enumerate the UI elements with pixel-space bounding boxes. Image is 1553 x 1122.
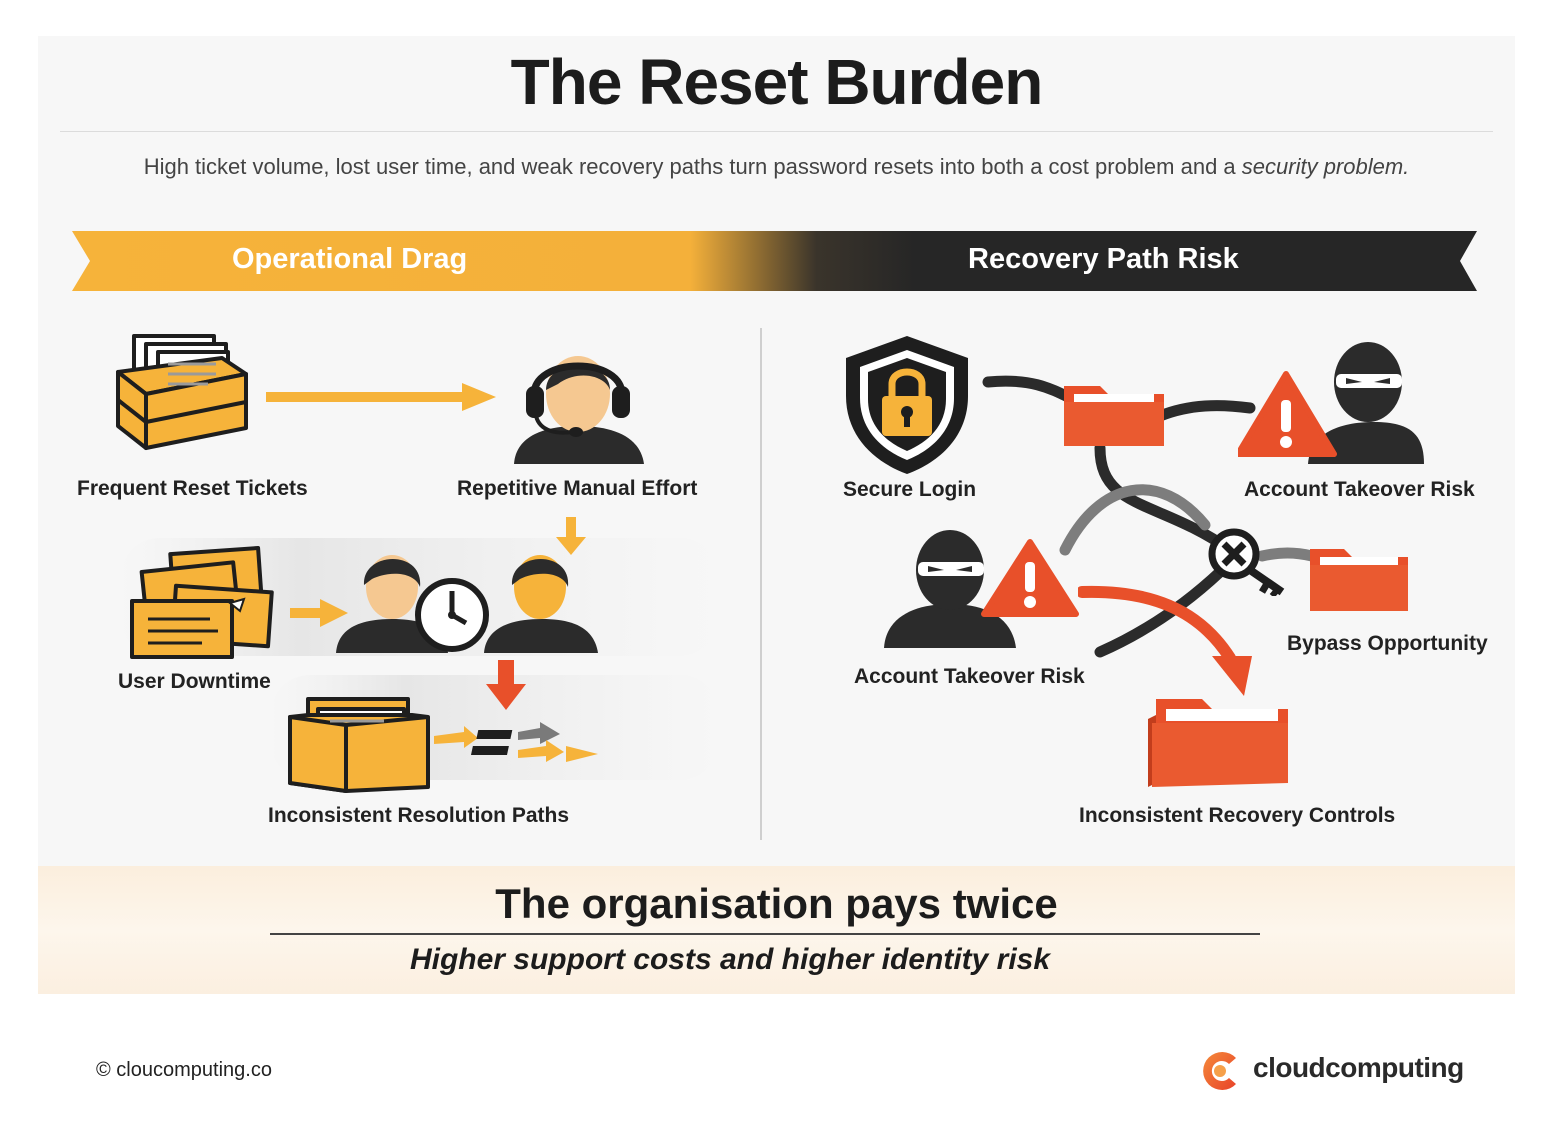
red-curved-arrow-icon [1078,585,1252,696]
page-title: The Reset Burden [510,46,1044,118]
takeover-risk-icon-top [1238,342,1424,464]
waiting-users-icon [336,555,598,653]
label-repetitive-manual-effort: Repetitive Manual Effort [457,477,698,500]
label-account-takeover-risk-mid: Account Takeover Risk [854,665,1085,688]
shield-lock-icon [846,336,968,474]
diverging-arrows-icon [434,722,598,762]
support-agent-icon [514,356,644,464]
label-inconsistent-recovery-controls: Inconsistent Recovery Controls [1079,804,1396,827]
panel-divider [760,328,762,840]
arrow-right-short-icon [290,599,348,627]
banner-operational-drag: Operational Drag [232,243,468,275]
label-account-takeover-risk-top: Account Takeover Risk [1244,478,1475,501]
section-banner [72,231,1477,291]
red-arrow-down-icon [486,660,526,710]
copyright-text: © cloucomputing.co [96,1059,272,1081]
label-bypass-opportunity: Bypass Opportunity [1287,632,1488,655]
subtitle-main: High ticket volume, lost user time, and … [143,154,1242,179]
arrow-right-icon [266,383,496,411]
subtitle-emphasis: security problem. [1241,154,1410,179]
takeover-risk-icon-mid [884,530,1079,648]
recovery-paths [982,375,1318,658]
page-subtitle: High ticket volume, lost user time, and … [0,154,1553,180]
label-frequent-reset-tickets: Frequent Reset Tickets [77,477,308,500]
folder-icon-large [1148,699,1288,787]
open-box-icon [288,697,430,793]
summary-band [38,866,1515,994]
summary-divider [270,933,1260,935]
cloudcomputing-logo-icon [1203,1052,1236,1090]
arrow-down-icon [556,517,586,555]
label-user-downtime: User Downtime [118,670,271,693]
bypass-key-icon [1208,528,1285,596]
folder-icon-bypass [1310,549,1408,611]
label-inconsistent-resolution-paths: Inconsistent Resolution Paths [268,804,570,827]
summary-title: The organisation pays twice [495,880,1058,927]
ticket-tray-icon [116,334,248,450]
brand-name: cloudcomputing [1253,1052,1464,1083]
summary-subtitle: Higher support costs and higher identity… [409,943,1051,976]
label-secure-login: Secure Login [843,478,977,501]
ticket-pile-icon [130,545,274,659]
title-divider [60,131,1493,132]
folder-icon-top [1064,386,1164,446]
infographic-card [38,36,1515,994]
banner-recovery-path-risk: Recovery Path Risk [968,243,1239,275]
